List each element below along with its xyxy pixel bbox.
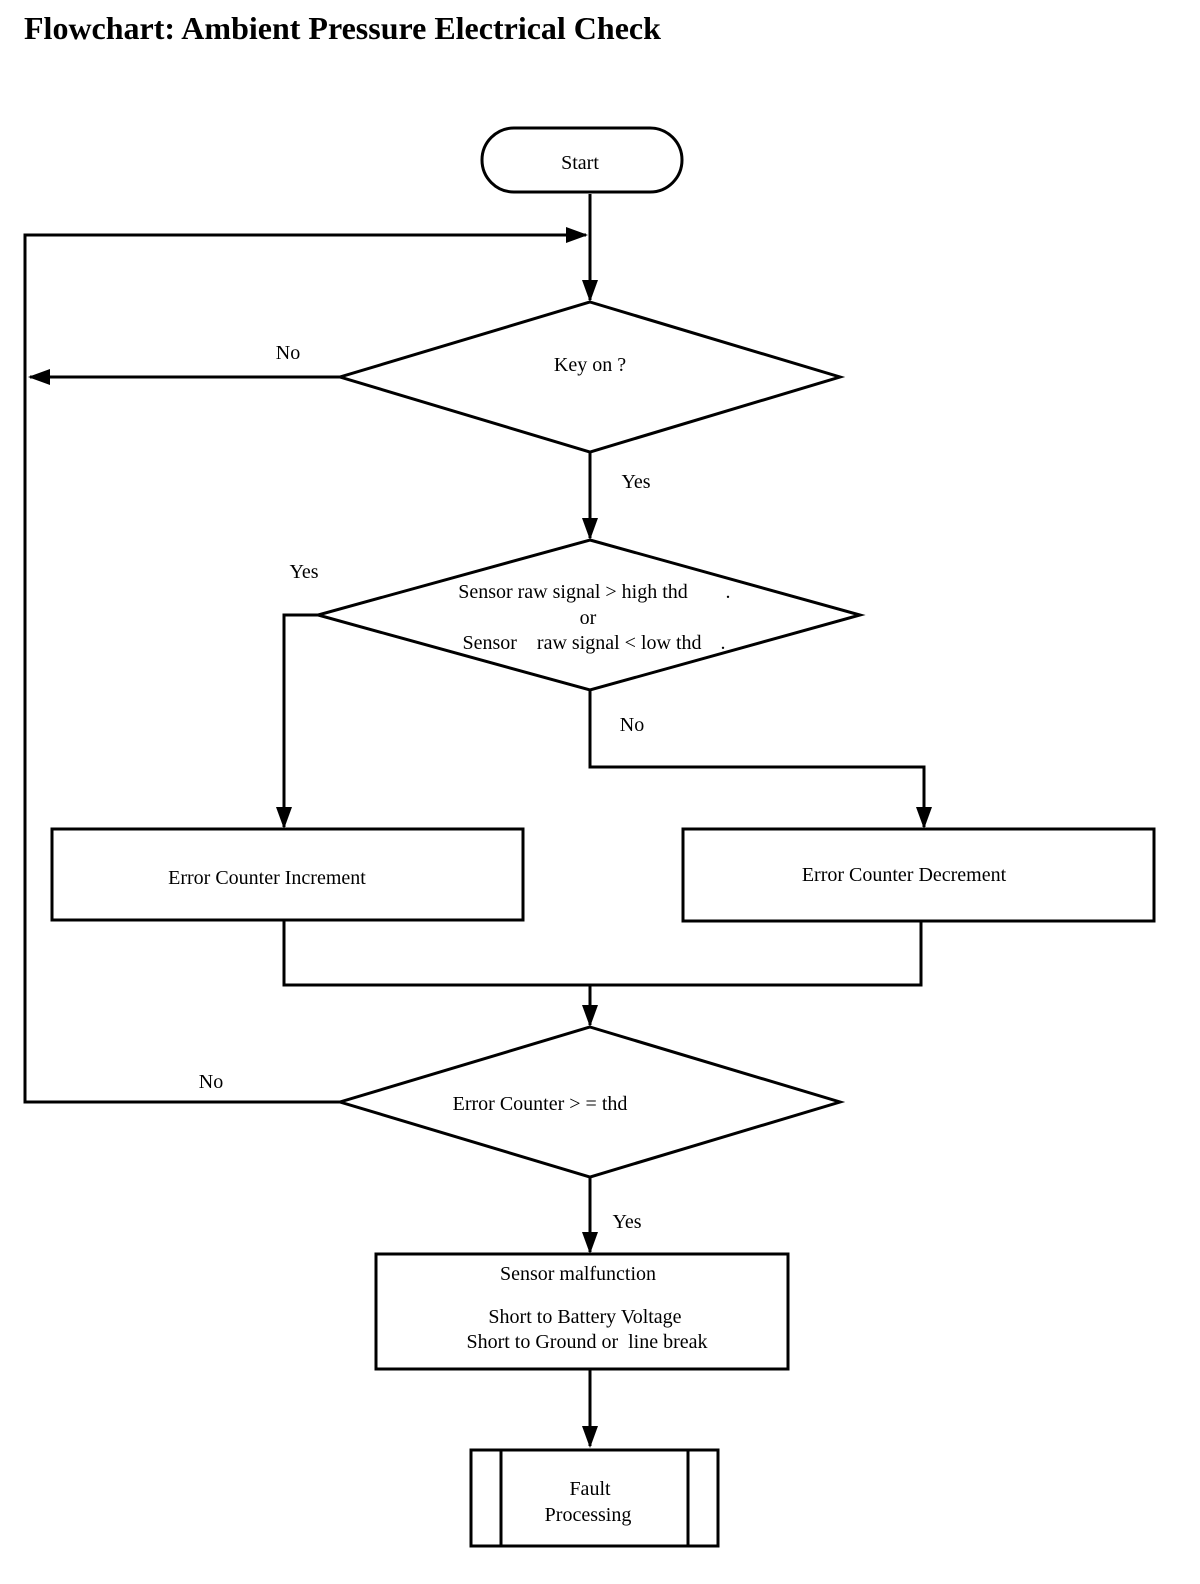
edge-loop-back bbox=[23, 227, 588, 1104]
edge-sensor-yes bbox=[276, 613, 318, 829]
key-no-label: No bbox=[276, 342, 300, 364]
sensor-malfunction-line1: Sensor malfunction bbox=[500, 1263, 656, 1285]
sensor-signal-line1: Sensor raw signal > high thd bbox=[458, 581, 688, 603]
error-counter-decrement-box bbox=[681, 827, 1156, 923]
error-counter-decision-label: Error Counter > = thd bbox=[453, 1093, 628, 1115]
sensor-signal-dot1: . bbox=[726, 581, 731, 603]
sensor-signal-line3: Sensor raw signal < low thd bbox=[462, 632, 701, 654]
error-counter-decrement-label: Error Counter Decrement bbox=[802, 864, 1007, 886]
counter-yes-label: Yes bbox=[612, 1211, 641, 1233]
start-label: Start bbox=[561, 152, 599, 174]
sensor-malfunction-line2: Short to Battery Voltage bbox=[488, 1306, 681, 1328]
sensor-yes-label: Yes bbox=[289, 561, 318, 583]
sensor-malfunction-box bbox=[374, 1252, 790, 1371]
edge-sensor-no bbox=[588, 690, 932, 829]
fault-processing-line1: Fault bbox=[569, 1478, 611, 1500]
error-counter-increment-box bbox=[50, 827, 525, 922]
fault-processing-line2: Processing bbox=[545, 1504, 632, 1526]
fault-processing-box bbox=[469, 1448, 720, 1548]
sensor-signal-dot2: . bbox=[721, 632, 726, 654]
counter-no-label: No bbox=[199, 1071, 223, 1093]
edge-merge bbox=[282, 920, 923, 987]
key-on-decision bbox=[334, 300, 846, 454]
error-counter-increment-label: Error Counter Increment bbox=[168, 867, 366, 889]
sensor-malfunction-line3: Short to Ground or line break bbox=[466, 1331, 707, 1353]
start-terminal bbox=[480, 126, 684, 194]
sensor-signal-line2: or bbox=[580, 607, 597, 629]
key-on-label: Key on ? bbox=[554, 354, 626, 376]
page-title: Flowchart: Ambient Pressure Electrical C… bbox=[24, 10, 661, 46]
sensor-no-label: No bbox=[620, 714, 644, 736]
key-yes-label: Yes bbox=[621, 471, 650, 493]
